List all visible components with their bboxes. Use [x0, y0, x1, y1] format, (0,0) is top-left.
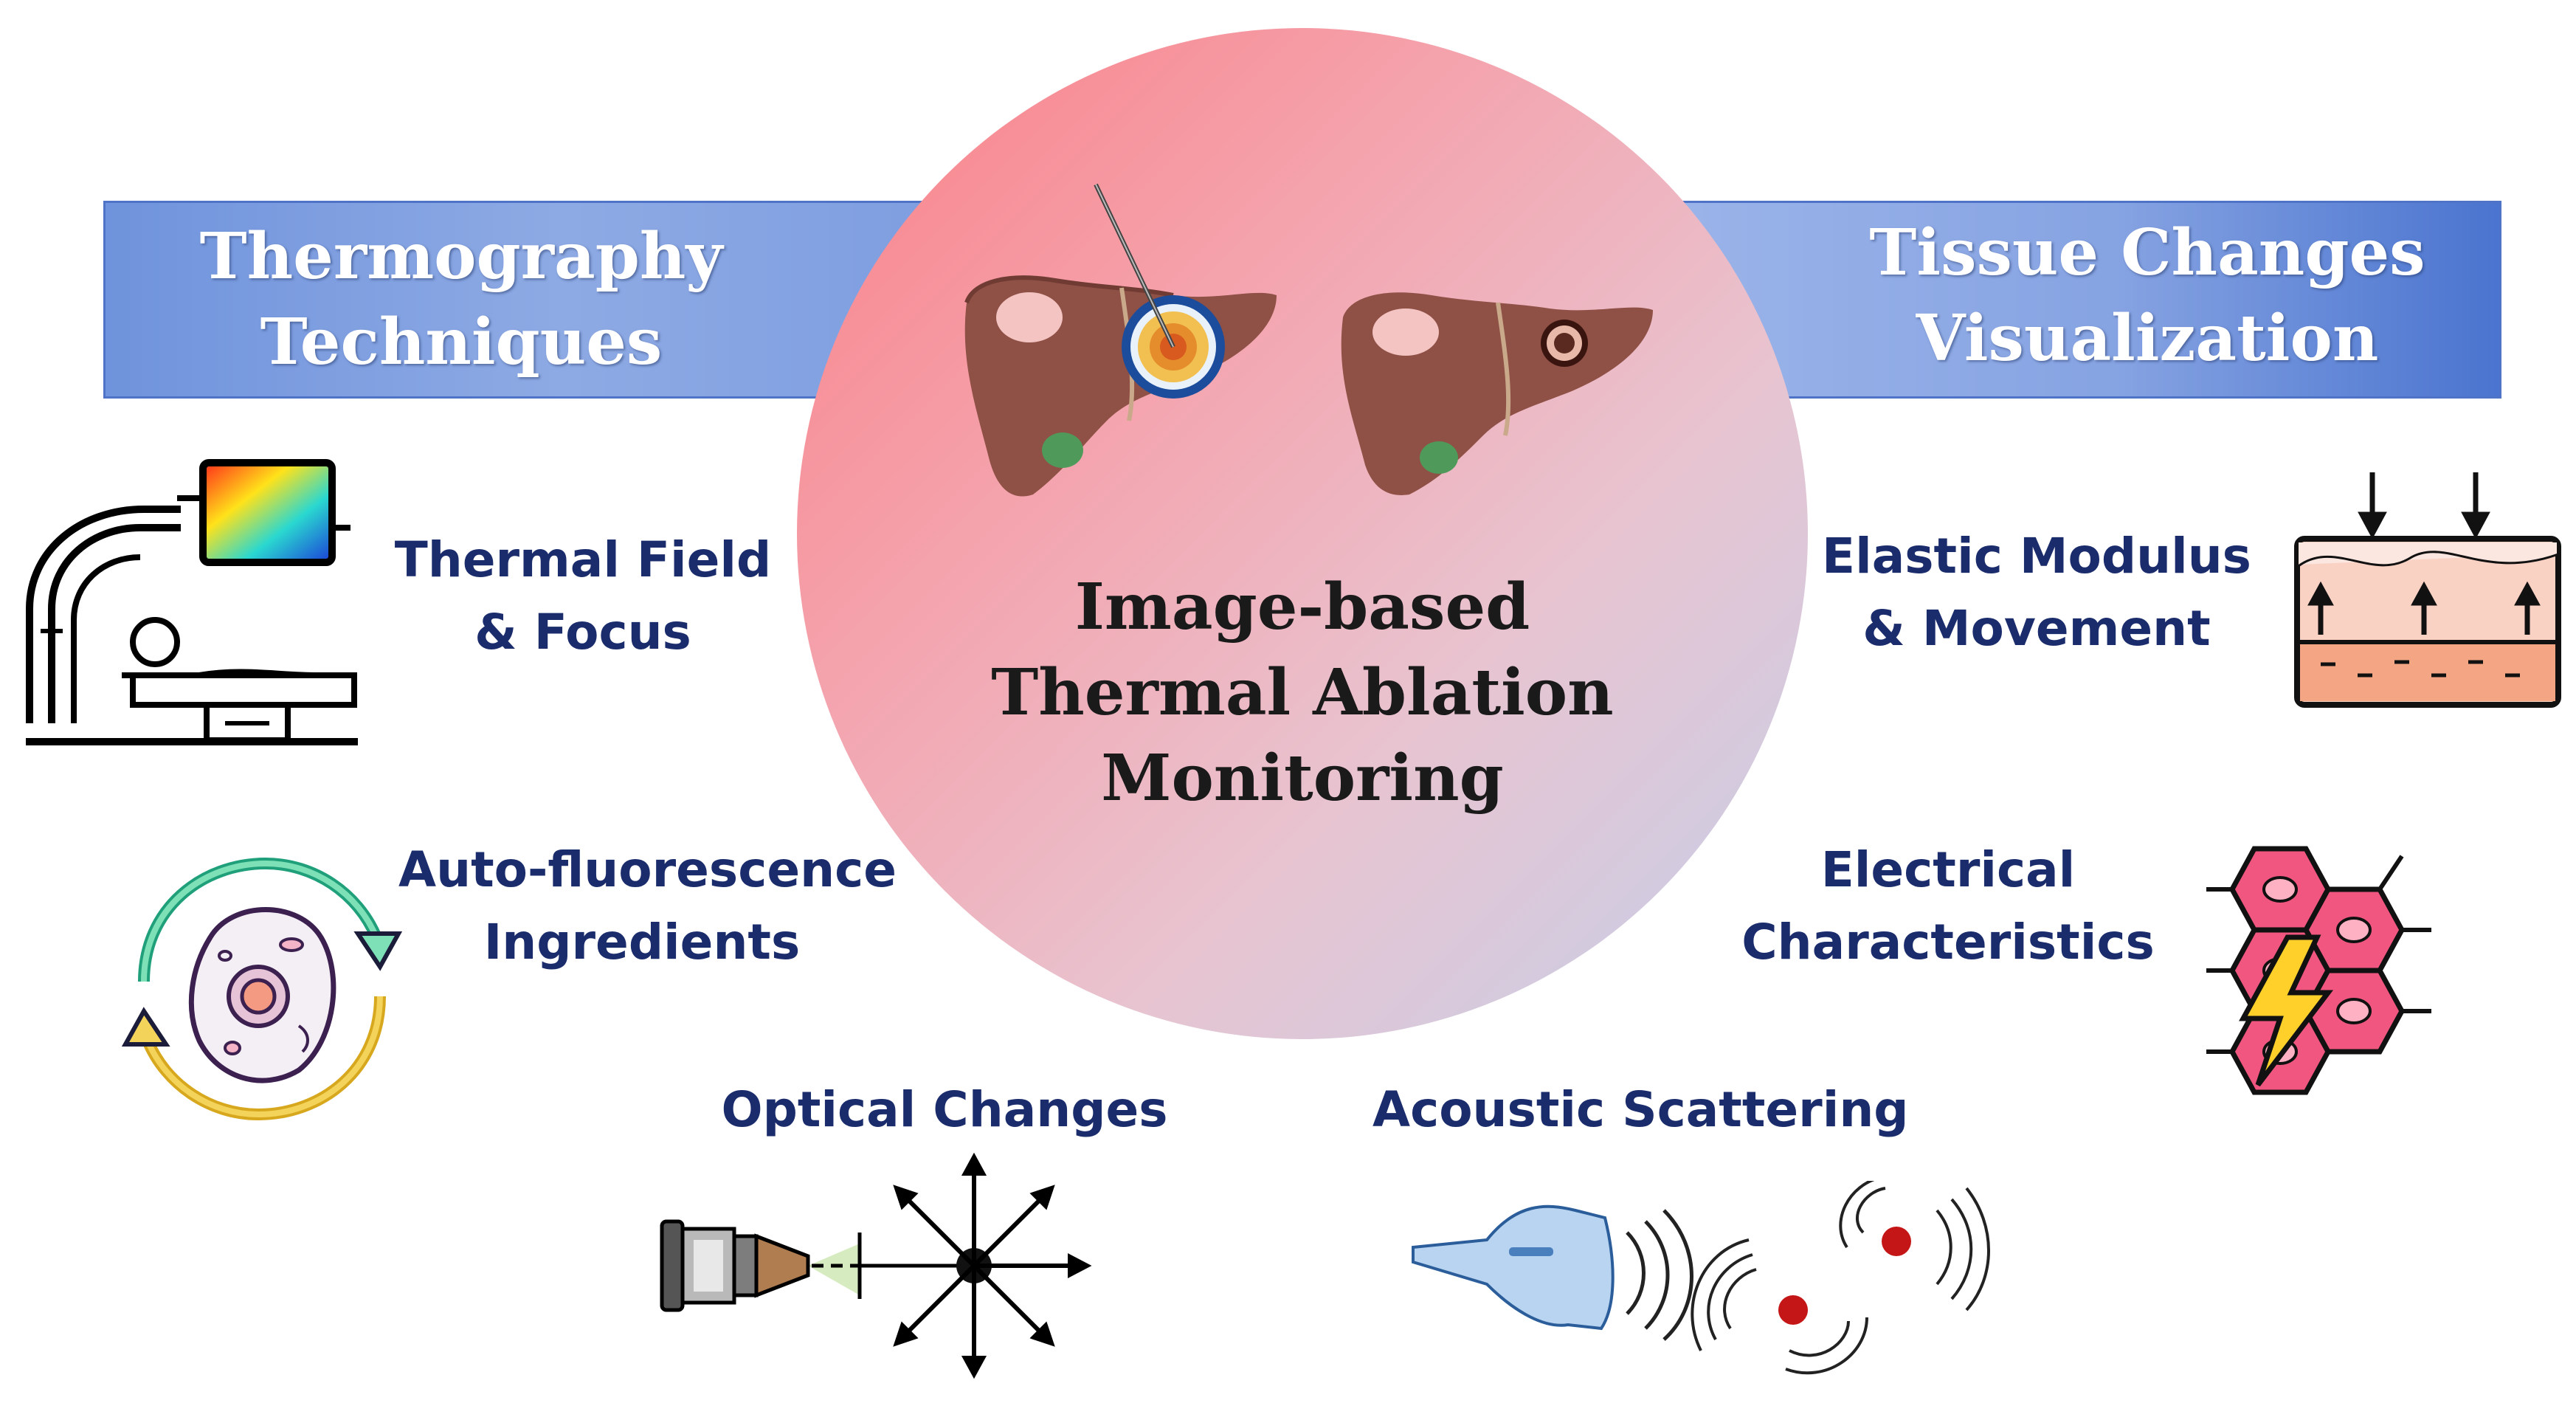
center-title: Image-based Thermal Ablation Monitoring [991, 570, 1614, 816]
cell-cycle-icon [121, 857, 403, 1121]
center-circle [797, 28, 1808, 1039]
thermal-field-label: Thermal Field & Focus [394, 531, 772, 661]
light-scatter-icon [660, 1152, 1092, 1379]
liver-lesion-icon [1341, 292, 1653, 495]
left-banner [103, 201, 937, 399]
tissue-changes-title: Tissue Changes Visualization [1869, 216, 2425, 376]
elastic-modulus-label: Elastic Modulus & Movement [1822, 528, 2251, 657]
tissue-compression-icon [2294, 472, 2561, 708]
mri-scanner-icon [26, 459, 358, 745]
optical-changes-label: Optical Changes [721, 1081, 1168, 1138]
autofluorescence-label: Auto-fluorescence Ingredients [398, 841, 897, 971]
electrical-characteristics-label: Electrical Characteristics [1741, 841, 2155, 971]
tissue-cells-lightning-icon [2206, 846, 2431, 1095]
liver-ablation-icon [964, 183, 1277, 497]
thermography-title: Thermography Techniques [199, 219, 723, 379]
acoustic-scattering-label: Acoustic Scattering [1372, 1081, 1909, 1138]
right-banner [1646, 201, 2501, 399]
ultrasound-probe-icon [1412, 1181, 1990, 1375]
